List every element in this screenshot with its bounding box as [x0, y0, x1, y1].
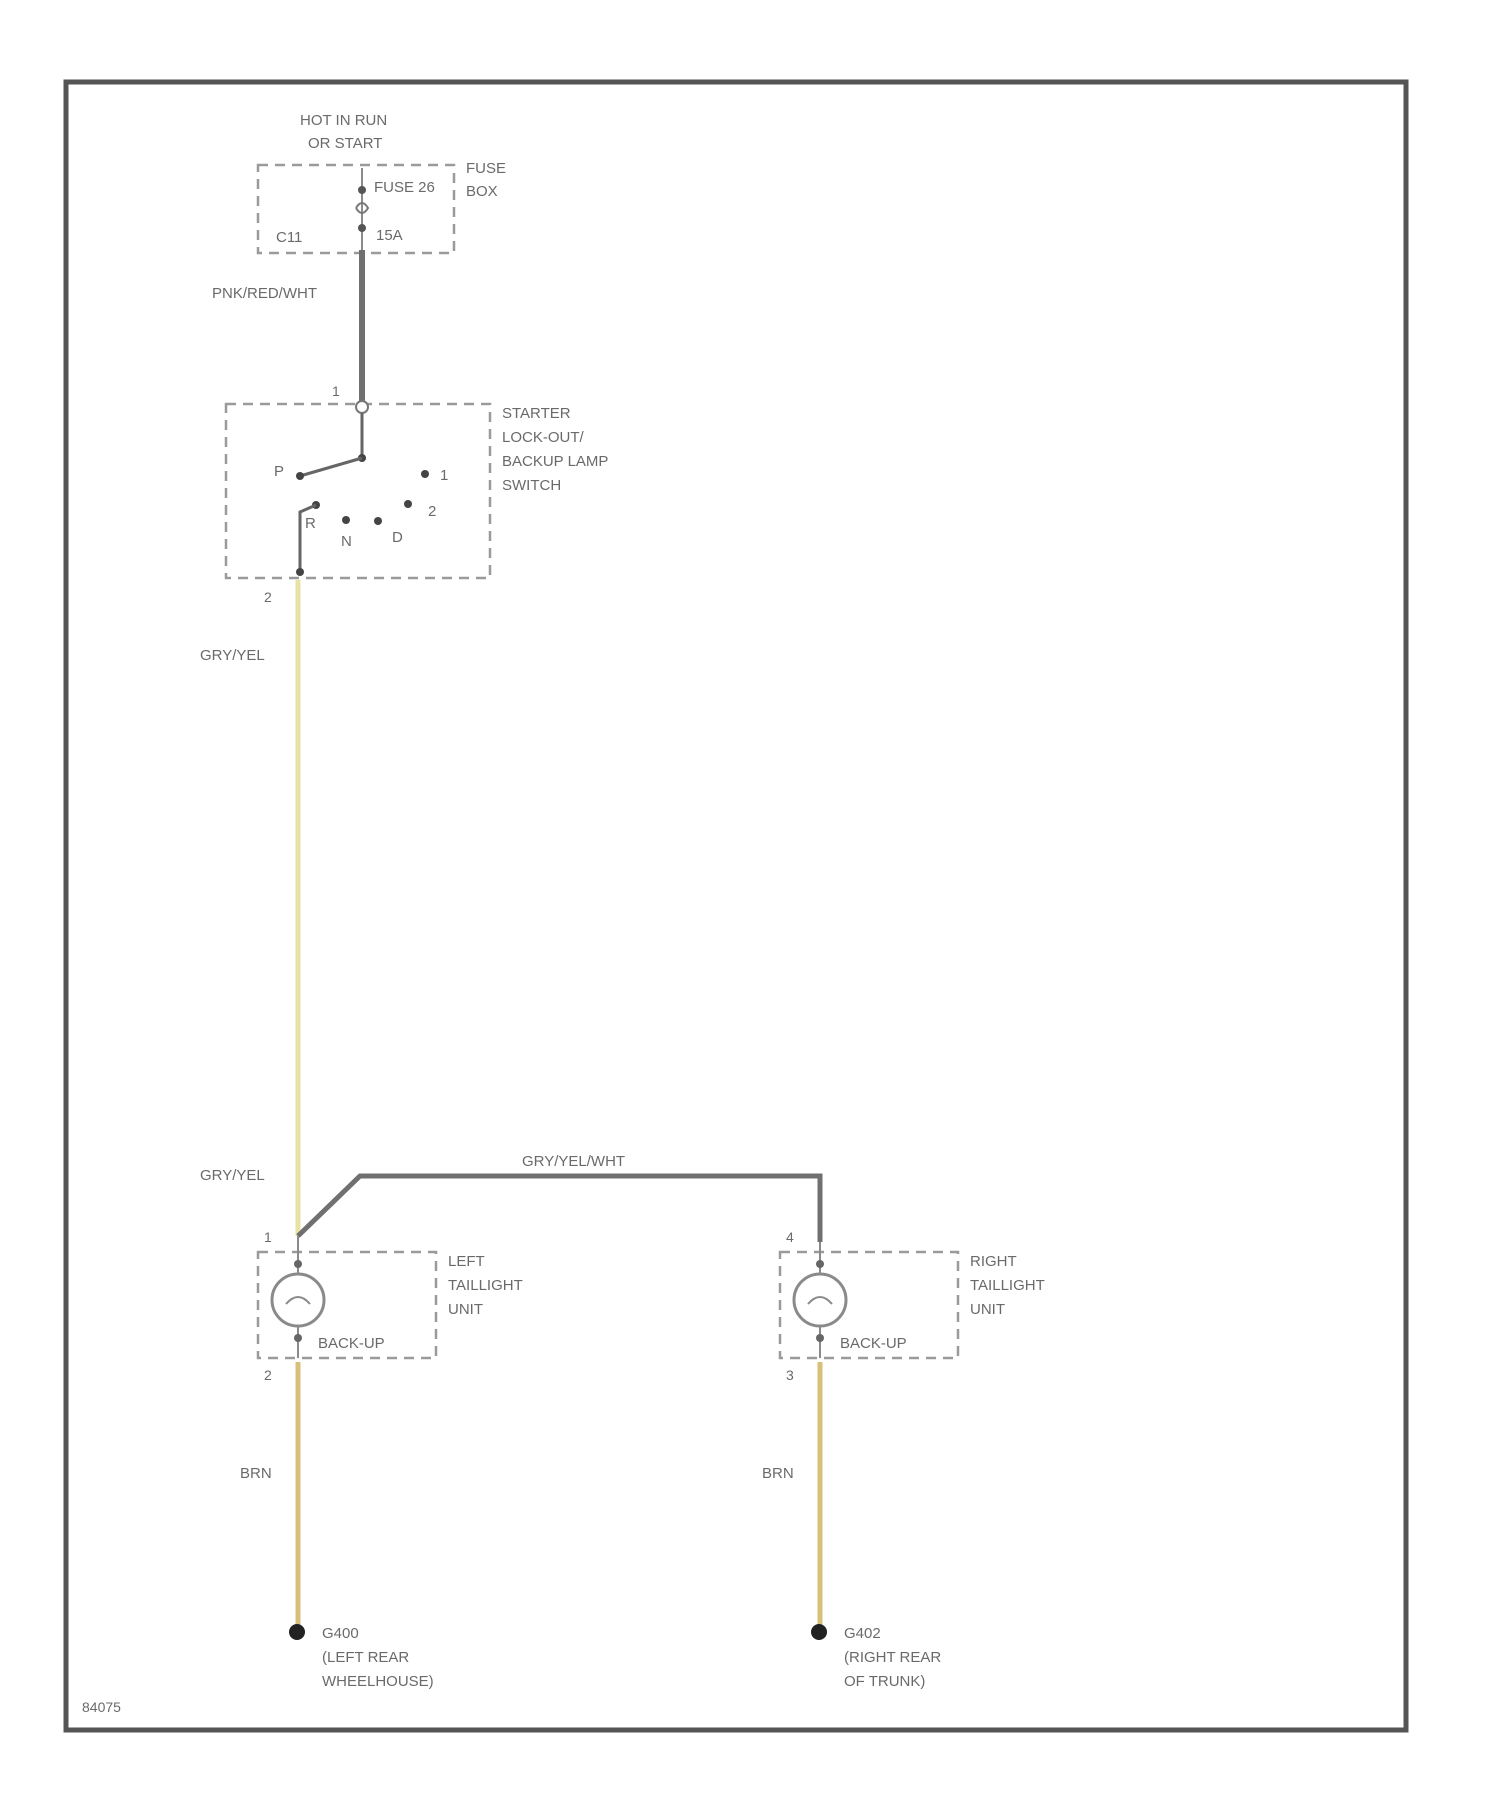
right-backup-bulb-icon — [794, 1242, 846, 1358]
diagram-frame — [66, 82, 1406, 1730]
fuse-rating-label: 15A — [376, 227, 403, 244]
right-ground-code: G402 — [844, 1625, 881, 1642]
switch-name-line2: LOCK-OUT/ — [502, 429, 585, 446]
right-ground-point — [811, 1624, 827, 1640]
figure-id: 84075 — [82, 1699, 121, 1715]
wire-label-gry-yel-lower: GRY/YEL — [200, 1167, 265, 1184]
right-ground-line3: OF TRUNK) — [844, 1673, 925, 1690]
switch-pos-1: 1 — [440, 467, 448, 484]
wire-label-gry-yel-wht: GRY/YEL/WHT — [522, 1153, 625, 1170]
right-backup-label: BACK-UP — [840, 1335, 907, 1352]
switch-connector-top — [356, 401, 368, 413]
right-taillight-pin-bottom: 3 — [786, 1367, 794, 1383]
switch-pos-d: D — [392, 529, 403, 546]
left-taillight-name-line3: UNIT — [448, 1301, 483, 1318]
switch-name-line1: STARTER — [502, 405, 571, 422]
switch-pos-n: N — [341, 533, 352, 550]
right-taillight-name-line1: RIGHT — [970, 1253, 1017, 1270]
right-taillight-name-line3: UNIT — [970, 1301, 1005, 1318]
left-ground-point — [289, 1624, 305, 1640]
fuse-box-label-line2: BOX — [466, 183, 498, 200]
wire-label-gry-yel-upper: GRY/YEL — [200, 647, 265, 664]
wire-label-pnk-red-wht: PNK/RED/WHT — [212, 285, 317, 302]
fuse-label: FUSE 26 — [374, 179, 435, 196]
left-ground-line3: WHEELHOUSE) — [322, 1673, 434, 1690]
supply-label-line2: OR START — [308, 135, 382, 152]
fuse-box-label-line1: FUSE — [466, 160, 506, 177]
supply-label-line1: HOT IN RUN — [300, 112, 387, 129]
switch-pin-out: 2 — [264, 589, 272, 605]
left-ground-line2: (LEFT REAR — [322, 1649, 409, 1666]
wire-gry-yel-wht — [298, 1176, 820, 1242]
left-backup-label: BACK-UP — [318, 1335, 385, 1352]
switch-contacts — [296, 413, 429, 576]
left-backup-bulb-icon — [272, 1236, 324, 1358]
left-taillight-pin-bottom: 2 — [264, 1367, 272, 1383]
switch-name-line3: BACKUP LAMP — [502, 453, 608, 470]
wire-label-brn-right: BRN — [762, 1465, 794, 1482]
switch-pos-p: P — [274, 463, 284, 480]
switch-pin-in: 1 — [332, 383, 340, 399]
left-ground-code: G400 — [322, 1625, 359, 1642]
switch-outline — [226, 404, 490, 578]
switch-pos-r: R — [305, 515, 316, 532]
fuse-box-left-label: C11 — [276, 229, 302, 246]
right-taillight-pin-top: 4 — [786, 1229, 794, 1245]
left-taillight-name-line1: LEFT — [448, 1253, 485, 1270]
wire-label-brn-left: BRN — [240, 1465, 272, 1482]
fuse-symbol — [356, 168, 368, 250]
right-ground-line2: (RIGHT REAR — [844, 1649, 941, 1666]
switch-pos-2: 2 — [428, 503, 436, 520]
switch-name-line4: SWITCH — [502, 477, 561, 494]
left-taillight-pin-top: 1 — [264, 1229, 272, 1245]
left-taillight-name-line2: TAILLIGHT — [448, 1277, 523, 1294]
right-taillight-name-line2: TAILLIGHT — [970, 1277, 1045, 1294]
